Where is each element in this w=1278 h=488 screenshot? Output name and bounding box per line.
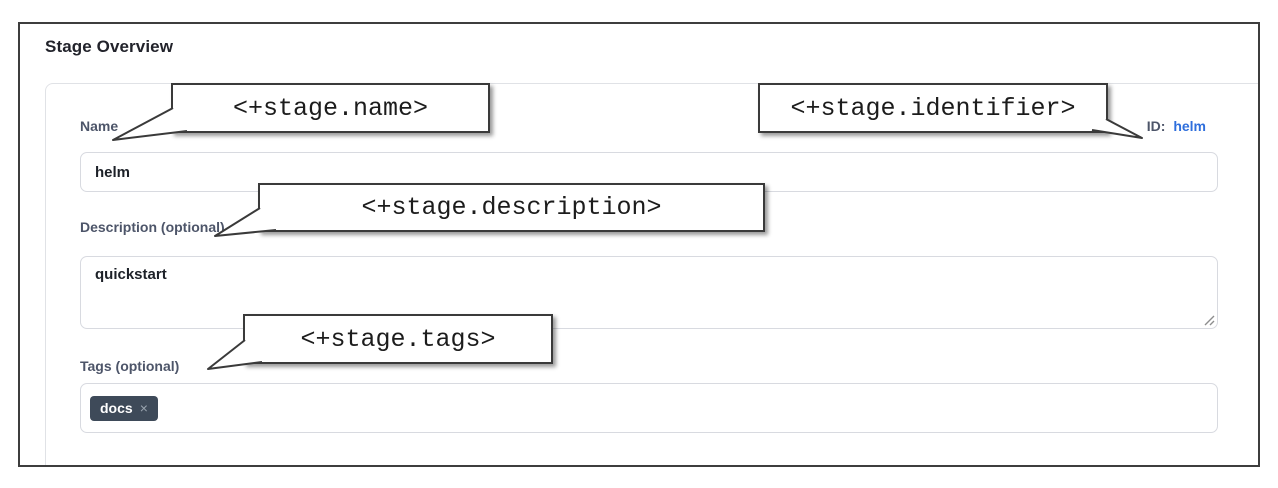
id-label: ID: xyxy=(1146,118,1166,134)
tags-input[interactable]: docs × xyxy=(80,383,1218,433)
callout-stage-name: <+stage.name> xyxy=(171,83,490,133)
id-value: helm xyxy=(1173,118,1206,134)
page-title: Stage Overview xyxy=(45,37,174,56)
callout-stage-name-text: <+stage.name> xyxy=(232,93,429,123)
resize-grip-icon[interactable] xyxy=(1203,314,1215,326)
tag-chip-label: docs xyxy=(100,399,133,416)
callout-stage-tags-text: <+stage.tags> xyxy=(300,324,496,354)
tag-remove-icon[interactable]: × xyxy=(139,399,148,416)
name-label: Name xyxy=(80,118,119,134)
panel-frame: Stage Overview Name ID: helm Description… xyxy=(18,22,1260,467)
tags-label: Tags (optional) xyxy=(80,358,180,374)
description-label: Description (optional) xyxy=(80,219,225,235)
callout-stage-tags: <+stage.tags> xyxy=(243,314,553,364)
callout-stage-description: <+stage.description> xyxy=(258,183,765,232)
tag-chip[interactable]: docs × xyxy=(90,395,158,421)
stage-id: ID: helm xyxy=(1147,118,1206,134)
callout-stage-description-text: <+stage.description> xyxy=(361,193,662,222)
callout-stage-identifier: <+stage.identifier> xyxy=(758,83,1108,133)
callout-stage-identifier-text: <+stage.identifier> xyxy=(790,93,1076,123)
